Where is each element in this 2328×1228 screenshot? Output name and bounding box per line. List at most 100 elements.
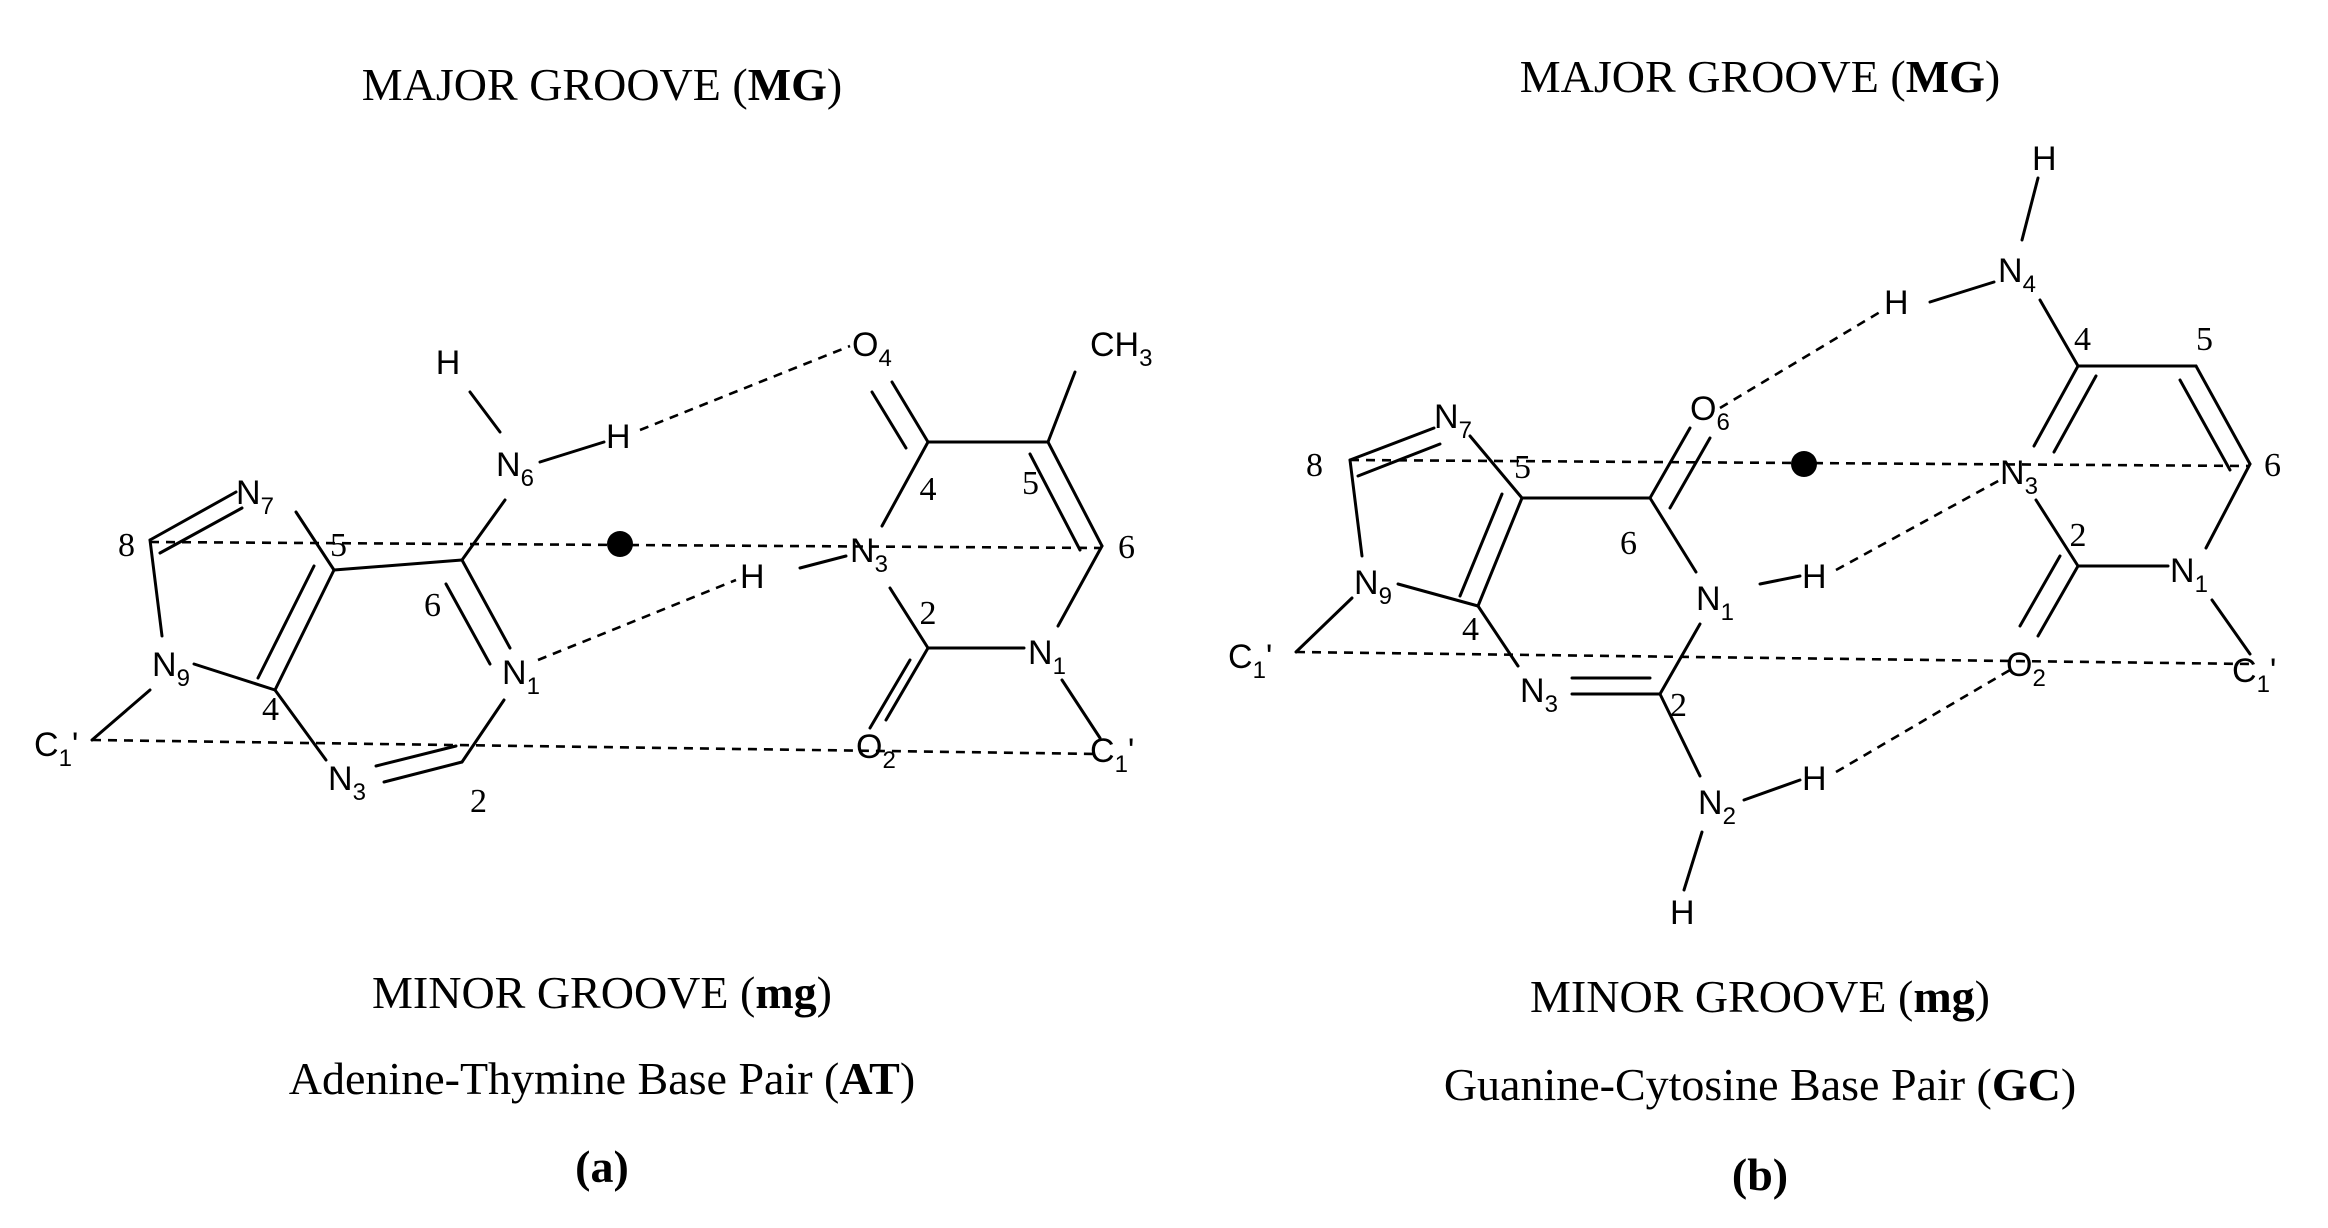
- bond-C2-O2: [884, 646, 930, 722]
- bond-N3-C2: [382, 760, 464, 784]
- bond-C4-N3: [273, 688, 328, 762]
- bond-C4-N3: [2032, 364, 2080, 448]
- atom-a-n9: N9: [152, 646, 190, 692]
- atom-a-c8: 8: [118, 527, 135, 564]
- hbond-H2-O2: [1835, 668, 2011, 774]
- bond-H-N6: [468, 390, 502, 434]
- panel-b-minor-groove-label: MINOR GROOVE (mg): [1530, 971, 1990, 1022]
- panel-b-tag: (b): [1732, 1149, 1788, 1200]
- atom-g-n9: N9: [1354, 564, 1392, 610]
- adenine-bonds: [90, 390, 606, 784]
- atom-g-c5: 5: [1514, 449, 1531, 486]
- atom-c-c5: 5: [2196, 321, 2213, 358]
- atom-a-c6: 6: [424, 587, 441, 624]
- atom-g-c6: 6: [1620, 525, 1637, 562]
- atom-t-o2: O2: [856, 728, 896, 774]
- bond-C5-C4-double: [256, 564, 316, 680]
- atom-c-c2: 2: [2070, 517, 2087, 554]
- atom-c-o2: O2: [2006, 646, 2046, 692]
- bond-N1-C1p: [2210, 598, 2252, 656]
- panel-b-dashed-lines: [1295, 310, 2251, 774]
- atom-t-ch3: CH3: [1090, 326, 1152, 372]
- bond-N1-H1: [1758, 574, 1802, 586]
- bond-N3-C2: [888, 586, 930, 650]
- atom-g-n3: N3: [1520, 672, 1558, 718]
- reference-line-C1p-C1p: [1295, 650, 2251, 666]
- bond-C5-N7: [294, 510, 336, 572]
- atom-c-c1p: C1': [2232, 652, 2276, 698]
- bond-N1-C2: [1658, 622, 1702, 696]
- panel-b-title: Guanine-Cytosine Base Pair (GC): [1444, 1059, 2076, 1110]
- hbond-H6-O4: [639, 344, 851, 432]
- bond-N6-H6: [538, 440, 606, 464]
- atom-a-c1p: C1': [34, 726, 78, 772]
- atom-g-c1p: C1': [1228, 638, 1272, 684]
- bond-N3-C2-double: [374, 744, 458, 768]
- bond-N6-C6: [460, 498, 507, 562]
- panel-a-center-dot: [607, 531, 633, 557]
- atom-t-c2: 2: [920, 595, 937, 632]
- bond-N9-C1p: [90, 688, 152, 742]
- bond-N9-C4: [1396, 582, 1480, 608]
- panel-a-major-groove-label: MAJOR GROOVE (MG): [362, 59, 842, 110]
- bond-C4-N3-double: [2052, 374, 2098, 454]
- bond-C2-N2: [1658, 692, 1702, 778]
- atom-c-h4: H: [1884, 284, 1909, 322]
- atom-a-n6: N6: [496, 446, 534, 492]
- atom-g-c2: 2: [1670, 687, 1687, 724]
- atom-g-o6: O6: [1690, 390, 1730, 436]
- bond-C6-N1-double: [444, 582, 492, 666]
- bond-N7-C8-double: [158, 506, 244, 555]
- atom-a-c5: 5: [330, 527, 347, 564]
- atom-g-h-bottom: H: [1670, 894, 1695, 932]
- panel-b: MAJOR GROOVE (MG) MINOR GROOVE (mg) Guan…: [1228, 51, 2281, 1200]
- atom-c-n1: N1: [2170, 552, 2208, 598]
- panel-a-minor-groove-label: MINOR GROOVE (mg): [372, 967, 832, 1018]
- atom-c-c6: 6: [2264, 447, 2281, 484]
- atom-c-h-top: H: [2032, 140, 2057, 178]
- atom-a-h6: H: [606, 418, 631, 456]
- atom-a-n7: N7: [236, 474, 274, 520]
- bond-C5-C6: [2194, 364, 2252, 466]
- atom-t-h3: H: [740, 558, 765, 596]
- atom-g-c4: 4: [1462, 611, 1479, 648]
- bond-C5-C6-double: [1028, 452, 1082, 552]
- atom-t-c4: 4: [920, 471, 937, 508]
- atom-a-c2: 2: [470, 783, 487, 820]
- bond-C8-N9: [148, 538, 164, 638]
- bond-N7-C5: [1468, 434, 1524, 500]
- bond-C4-N3: [1476, 604, 1520, 668]
- atom-t-n1: N1: [1028, 634, 1066, 680]
- bond-C5-C4: [273, 568, 336, 692]
- atom-c-c4: 4: [2074, 321, 2091, 358]
- bond-C5-C4-double: [1458, 492, 1504, 598]
- panel-a-dashed-lines: [91, 344, 1103, 756]
- bond-N2-H2: [1742, 778, 1802, 802]
- atom-g-h2: H: [1802, 760, 1827, 798]
- bond-N3-C2: [2034, 498, 2080, 568]
- bond-C2-O2-double: [868, 658, 912, 730]
- bond-C6-C5: [332, 558, 464, 572]
- bond-N3-H: [798, 554, 848, 570]
- bond-N9-C1p: [1294, 596, 1354, 654]
- bond-N9-C4: [192, 662, 277, 692]
- bond-C6-N1: [1056, 544, 1104, 628]
- atom-a-n3: N3: [328, 760, 366, 806]
- atom-t-c1p: C1': [1090, 732, 1134, 778]
- atom-g-n2: N2: [1698, 784, 1736, 830]
- atom-g-n7: N7: [1434, 398, 1472, 444]
- bond-C5-CH3: [1046, 370, 1077, 444]
- panel-b-major-groove-label: MAJOR GROOVE (MG): [1520, 51, 2000, 102]
- bond-C8-N7: [1348, 426, 1436, 462]
- atom-c-n4: N4: [1998, 252, 2036, 298]
- atom-g-n1: N1: [1696, 580, 1734, 626]
- atom-t-o4: O4: [852, 326, 892, 372]
- bond-C5-C6-double: [2178, 378, 2232, 472]
- bond-C5-C6: [1046, 440, 1104, 548]
- atom-a-n1: N1: [502, 654, 540, 700]
- atom-a-h-top: H: [436, 344, 461, 382]
- bond-C2-O2: [2036, 564, 2080, 638]
- bond-H4-N4: [1928, 280, 1996, 304]
- cytosine-bonds: [1928, 176, 2252, 656]
- bond-N1-C1p: [1060, 678, 1102, 740]
